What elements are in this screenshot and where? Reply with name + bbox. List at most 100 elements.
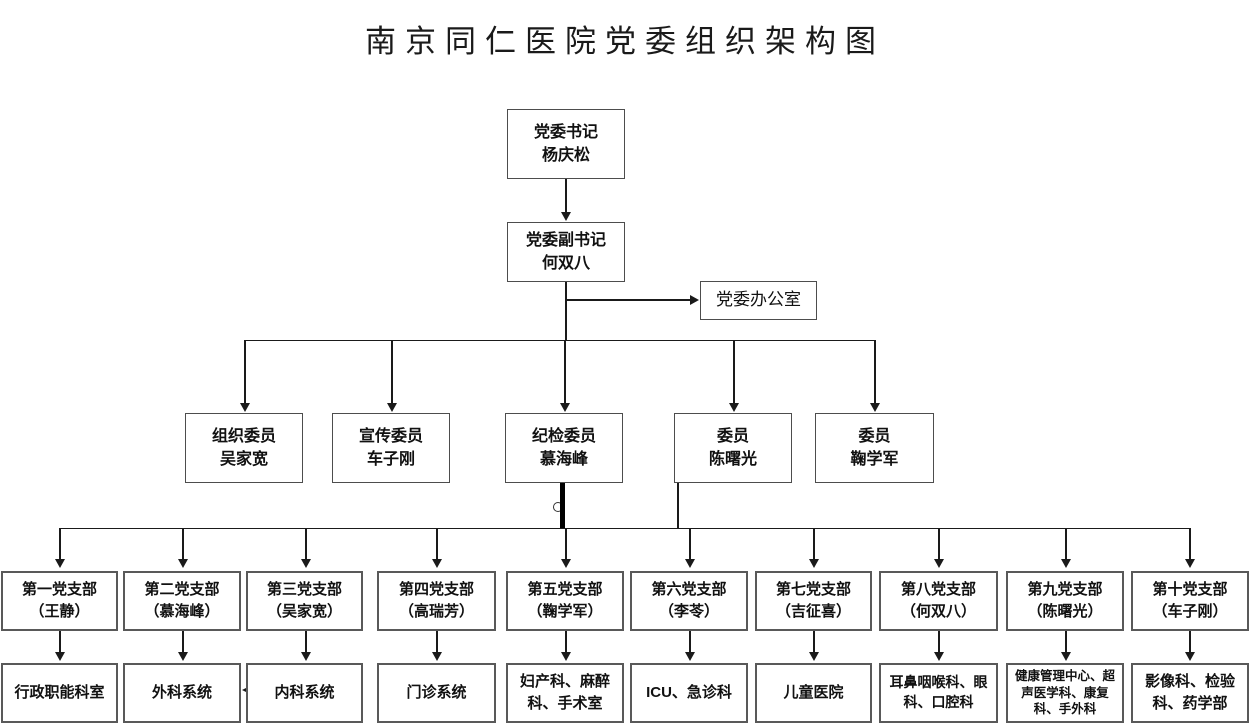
role-label: 党委书记: [533, 123, 598, 141]
person-name: 何双八: [541, 255, 590, 272]
branch-name: 第四党支部: [398, 581, 474, 599]
arrowhead-down-icon: [1185, 651, 1195, 661]
arrowhead-down-icon: [809, 651, 819, 661]
branch-name: 第六党支部: [651, 581, 727, 599]
department-label: 门诊系统: [406, 684, 467, 702]
arrowhead-down-icon: [729, 403, 739, 412]
node-party-office: 党委办公室: [700, 281, 817, 320]
node-branch-4: 第四党支部 （高瑞芳）: [377, 571, 496, 631]
connector-drop: [689, 631, 691, 652]
node-department-3: 内科系统: [246, 663, 363, 723]
connector-drop: [813, 631, 815, 652]
arrowhead-down-icon: [561, 651, 571, 661]
node-branch-8: 第八党支部 （何双八）: [879, 571, 998, 631]
node-department-4: 门诊系统: [377, 663, 496, 723]
node-committee-member-1: 委员 陈曙光: [674, 413, 792, 483]
branch-leader: （高瑞芳）: [398, 603, 474, 620]
connector-discipline-trunk: [560, 483, 565, 528]
node-department-5: 妇产科、麻醉科、手术室: [506, 663, 624, 723]
arrowhead-down-icon: [432, 651, 442, 661]
arrowhead-down-icon: [178, 651, 188, 661]
page-title: 南京同仁医院党委组织架构图: [365, 24, 885, 59]
arrowhead-down-icon: [685, 651, 695, 661]
connector-drop: [244, 340, 246, 404]
connector-drop: [1065, 631, 1067, 652]
arrowhead-down-icon: [934, 558, 944, 568]
node-branch-5: 第五党支部 （鞠学军）: [506, 571, 624, 631]
branch-name: 第五党支部: [527, 581, 603, 599]
node-committee-organization: 组织委员 吴家宽: [185, 413, 303, 483]
arrowhead-down-icon: [240, 403, 250, 412]
node-department-2: 外科系统: [123, 663, 241, 723]
node-party-secretary: 党委书记 杨庆松: [507, 109, 625, 179]
node-department-1: 行政职能科室: [1, 663, 118, 723]
node-department-8: 耳鼻咽喉科、眼科、口腔科: [879, 663, 998, 723]
connector-drop: [182, 631, 184, 652]
department-label: 妇产科、麻醉科、手术室: [519, 673, 610, 712]
node-committee-publicity: 宣传委员 车子刚: [332, 413, 450, 483]
node-department-7: 儿童医院: [755, 663, 872, 723]
branch-name: 第二党支部: [144, 581, 220, 599]
role-label: 组织委员: [211, 427, 276, 445]
branch-leader: （陈曙光）: [1027, 603, 1103, 620]
arrowhead-down-icon: [55, 651, 65, 661]
department-label: 健康管理中心、超声医学科、康复科、手外科: [1014, 668, 1115, 717]
node-branch-1: 第一党支部 （王静）: [1, 571, 118, 631]
arrowhead-down-icon: [561, 558, 571, 568]
node-committee-member-2: 委员 鞠学军: [815, 413, 934, 483]
node-branch-7: 第七党支部 （吉征喜）: [755, 571, 872, 631]
arrowhead-down-icon: [55, 558, 65, 568]
branch-name: 第七党支部: [775, 581, 851, 599]
node-branch-6: 第六党支部 （李苓）: [630, 571, 748, 631]
branch-leader: （王静）: [29, 603, 90, 620]
connector-drop: [565, 631, 567, 652]
connector-drop: [391, 340, 393, 404]
role-label: 党委副书记: [525, 231, 606, 249]
connector-branches-rail: [59, 527, 1190, 529]
connector-drop: [59, 528, 61, 559]
connector-drop: [305, 528, 307, 559]
connector-committees-rail: [244, 339, 875, 341]
connector-drop: [1065, 528, 1067, 559]
branch-leader: （车子刚）: [1152, 603, 1228, 620]
branch-leader: （何双八）: [900, 603, 976, 620]
department-label: 内科系统: [274, 684, 335, 702]
branch-leader: （鞠学军）: [527, 603, 603, 620]
person-name: 吴家宽: [219, 451, 268, 468]
branch-name: 第八党支部: [900, 581, 976, 599]
department-label: 儿童医院: [783, 684, 844, 702]
branch-name: 第十党支部: [1152, 581, 1228, 599]
arrowhead-down-icon: [301, 558, 311, 568]
node-branch-2: 第二党支部 （慕海峰）: [123, 571, 241, 631]
connector-member1-trunk: [677, 483, 679, 528]
arrowhead-right-icon: [690, 295, 699, 305]
arrowhead-down-icon: [934, 651, 944, 661]
branch-name: 第九党支部: [1027, 581, 1103, 599]
department-label: ICU、急诊科: [646, 684, 732, 702]
arrowhead-down-icon: [301, 651, 311, 661]
arrowhead-down-icon: [560, 403, 570, 412]
node-branch-10: 第十党支部 （车子刚）: [1131, 571, 1249, 631]
arrowhead-down-icon: [432, 558, 442, 568]
department-label: 耳鼻咽喉科、眼科、口腔科: [889, 674, 988, 710]
role-label: 纪检委员: [531, 427, 596, 445]
branch-leader: （吴家宽）: [266, 603, 342, 620]
connector-drop: [564, 340, 566, 404]
person-name: 杨庆松: [541, 147, 590, 164]
department-label: 影像科、检验科、药学部: [1144, 673, 1235, 712]
office-label: 党委办公室: [716, 290, 801, 310]
person-name: 鞠学军: [850, 451, 899, 468]
person-name: 陈曙光: [708, 451, 757, 468]
node-department-6: ICU、急诊科: [630, 663, 748, 723]
connector-drop: [59, 631, 61, 652]
arrowhead-down-icon: [809, 558, 819, 568]
person-name: 慕海峰: [539, 451, 588, 468]
branch-leader: （慕海峰）: [144, 603, 220, 620]
node-committee-discipline: 纪检委员 慕海峰: [505, 413, 623, 483]
connector-drop: [938, 528, 940, 559]
node-deputy-secretary: 党委副书记 何双八: [507, 222, 625, 282]
connector-drop: [874, 340, 876, 404]
connector-drop: [436, 631, 438, 652]
connector-drop: [305, 631, 307, 652]
